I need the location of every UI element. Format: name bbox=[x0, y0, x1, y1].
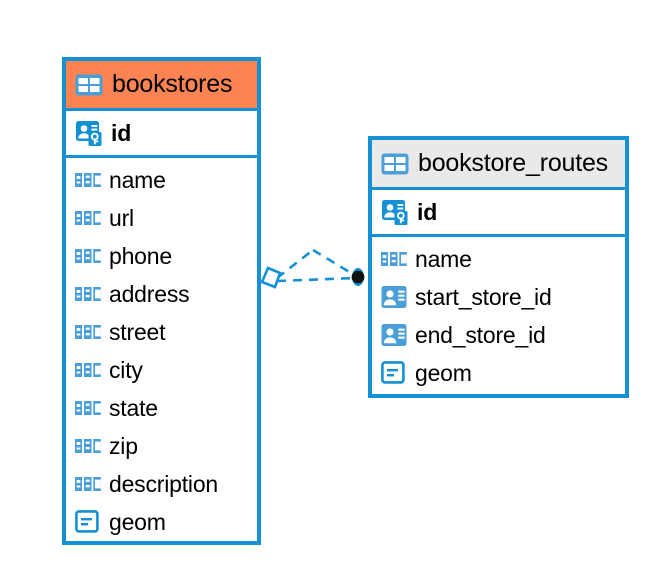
primary-key-section-bookstores: id bbox=[66, 111, 257, 158]
entity-header-bookstore-routes[interactable]: bookstore_routes bbox=[372, 140, 625, 190]
fields-section-bookstores: name bbox=[66, 158, 257, 541]
field-row-zip[interactable]: zip bbox=[66, 427, 257, 465]
field-row-address[interactable]: address bbox=[66, 275, 257, 313]
field-row-city[interactable]: city bbox=[66, 351, 257, 389]
field-label-description: description bbox=[109, 470, 219, 497]
field-row-state[interactable]: state bbox=[66, 389, 257, 427]
abc-text-icon bbox=[75, 210, 101, 226]
field-label-address: address bbox=[109, 280, 190, 307]
field-row-name[interactable]: name bbox=[372, 240, 625, 278]
field-row-url[interactable]: url bbox=[66, 199, 257, 237]
relationship-connector[interactable] bbox=[255, 240, 385, 320]
geometry-icon bbox=[381, 361, 407, 385]
abc-text-icon bbox=[75, 400, 101, 416]
primary-key-section-bookstore-routes: id bbox=[372, 190, 625, 237]
geometry-icon bbox=[75, 510, 101, 534]
field-label-state: state bbox=[109, 394, 158, 421]
primary-key-icon bbox=[75, 119, 103, 147]
abc-text-icon bbox=[75, 438, 101, 454]
field-row-end-store-id[interactable]: end_store_id bbox=[372, 316, 625, 354]
field-label-zip: zip bbox=[109, 432, 138, 459]
field-row-geom[interactable]: geom bbox=[66, 503, 257, 541]
abc-text-icon bbox=[75, 286, 101, 302]
relationship-line-upper bbox=[276, 248, 314, 280]
fields-section-bookstore-routes: name start_store_id bbox=[372, 237, 625, 392]
field-label-geom: geom bbox=[415, 359, 472, 386]
primary-key-icon bbox=[381, 198, 409, 226]
abc-text-icon bbox=[75, 324, 101, 340]
foreign-key-icon bbox=[381, 322, 407, 348]
field-label-end-store-id: end_store_id bbox=[415, 321, 546, 348]
field-label-city: city bbox=[109, 356, 143, 383]
relationship-line-lower bbox=[276, 276, 356, 283]
field-row-primary-key[interactable]: id bbox=[372, 190, 625, 234]
entity-title-bookstores: bookstores bbox=[112, 70, 233, 98]
field-row-geom[interactable]: geom bbox=[372, 354, 625, 392]
abc-text-icon bbox=[381, 251, 407, 267]
field-row-primary-key[interactable]: id bbox=[66, 111, 257, 155]
diamond-marker bbox=[260, 266, 282, 289]
entity-table-bookstores[interactable]: bookstores bbox=[62, 57, 261, 545]
abc-text-icon bbox=[75, 248, 101, 264]
field-label-street: street bbox=[109, 318, 166, 345]
field-label-name: name bbox=[415, 245, 472, 272]
field-label-start-store-id: start_store_id bbox=[415, 283, 552, 310]
field-row-name[interactable]: name bbox=[66, 161, 257, 199]
abc-text-icon bbox=[75, 362, 101, 378]
entity-table-bookstore-routes[interactable]: bookstore_routes bbox=[368, 136, 629, 398]
entity-title-bookstore-routes: bookstore_routes bbox=[418, 149, 608, 177]
abc-text-icon bbox=[75, 476, 101, 492]
table-icon bbox=[381, 153, 409, 175]
abc-text-icon bbox=[75, 172, 101, 188]
field-label-phone: phone bbox=[109, 242, 172, 269]
field-row-description[interactable]: description bbox=[66, 465, 257, 503]
field-row-phone[interactable]: phone bbox=[66, 237, 257, 275]
field-label-url: url bbox=[109, 204, 134, 231]
relationship-line-upper-right bbox=[312, 248, 357, 278]
table-icon bbox=[75, 74, 103, 96]
field-row-start-store-id[interactable]: start_store_id bbox=[372, 278, 625, 316]
entity-header-bookstores[interactable]: bookstores bbox=[66, 61, 257, 111]
field-row-street[interactable]: street bbox=[66, 313, 257, 351]
field-label-id: id bbox=[417, 198, 438, 225]
foreign-key-icon bbox=[381, 284, 407, 310]
field-label-geom: geom bbox=[109, 508, 166, 535]
filled-circle-marker bbox=[351, 268, 365, 286]
field-label-id: id bbox=[111, 119, 132, 146]
field-label-name: name bbox=[109, 166, 166, 193]
